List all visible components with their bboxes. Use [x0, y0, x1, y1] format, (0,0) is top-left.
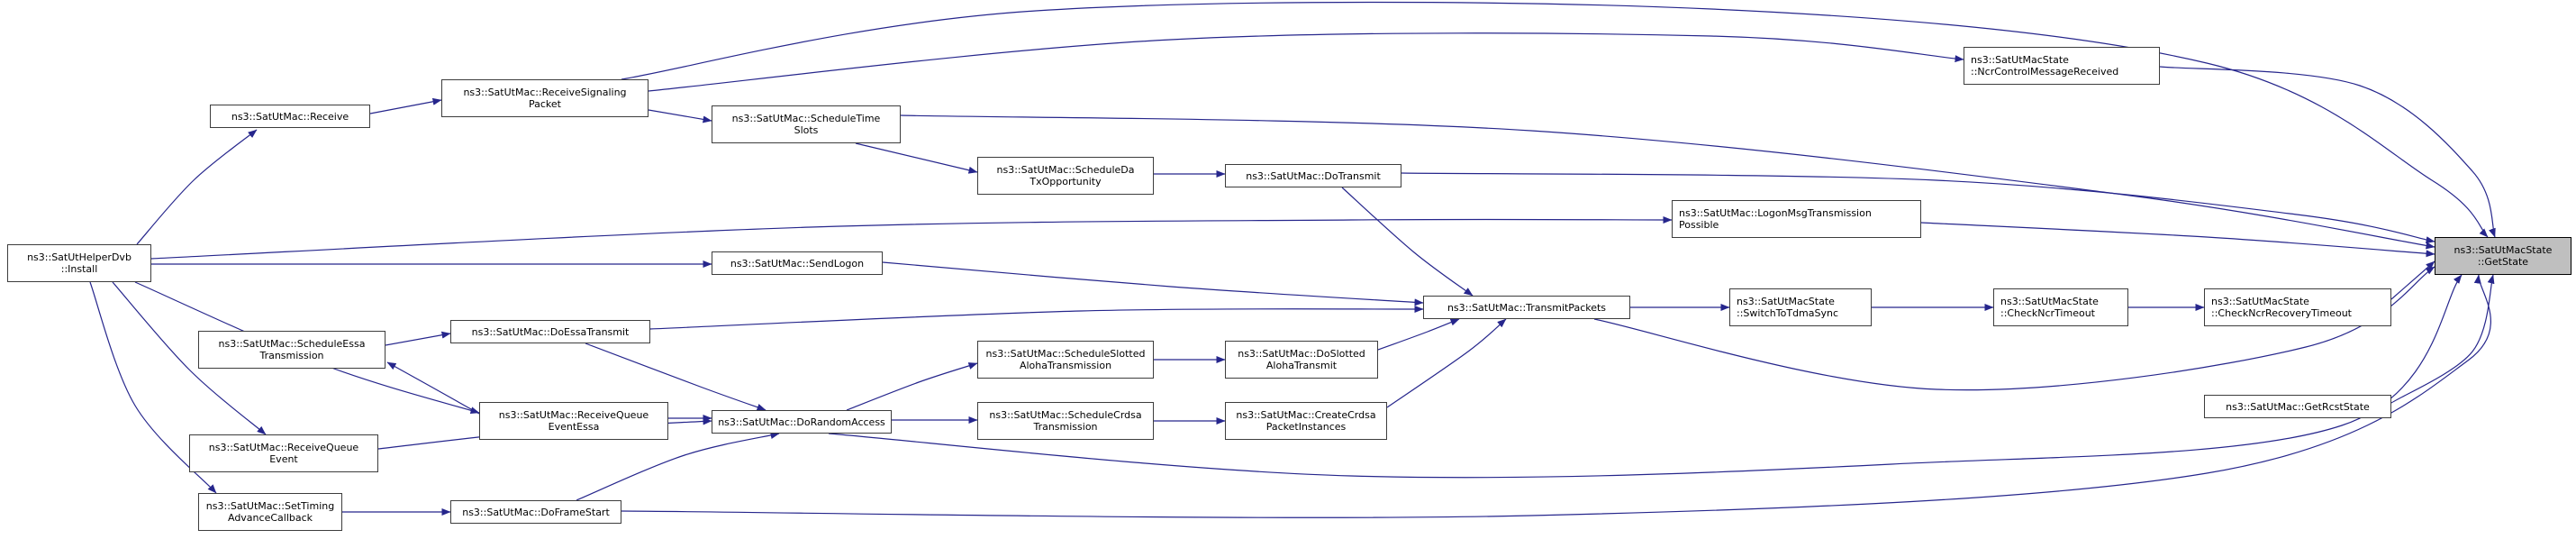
graph-node-label: PacketInstances [1265, 421, 1347, 433]
edge-scheduleTimeSlots-to-scheduleDaTx [855, 142, 978, 174]
graph-node-getRcstState[interactable]: ns3::SatUtMac::GetRcstState [2204, 395, 2391, 418]
graph-node-label: ns3::SatUtMac::LogonMsgTransmission [1679, 207, 1872, 219]
graph-node-label: Transmission [259, 350, 324, 361]
edge-doEssaTransmit-to-doRandomAccess [585, 343, 766, 411]
graph-node-label: ns3::SatUtMac::GetRcstState [2226, 400, 2370, 413]
graph-node-label: ns3::SatUtMacState [2000, 296, 2099, 307]
graph-node-label: ns3::SatUtMac::TransmitPackets [1447, 301, 1607, 314]
graph-node-label: Slots [794, 124, 819, 136]
graph-node-doRandomAccess[interactable]: ns3::SatUtMac::DoRandomAccess [712, 410, 892, 434]
graph-node-label: AlohaTransmit [1265, 360, 1338, 371]
graph-node-sendLogon[interactable]: ns3::SatUtMac::SendLogon [712, 251, 883, 275]
edge-logonMsg-to-getState [1920, 222, 2435, 258]
graph-node-switchToTdmaSync[interactable]: ns3::SatUtMacState::SwitchToTdmaSync [1729, 288, 1872, 326]
graph-node-receive[interactable]: ns3::SatUtMac::Receive [210, 105, 370, 128]
graph-node-label: ns3::SatUtMac::ScheduleCrdsa [989, 409, 1142, 421]
edge-ncrCtrl-to-getState [2159, 66, 2496, 238]
graph-node-label: Transmission [1033, 421, 1098, 433]
graph-node-label: ns3::SatUtMacState [1971, 54, 2069, 66]
graph-node-label: ns3::SatUtMac::Receive [231, 110, 349, 123]
graph-node-label: ns3::SatUtMac::ReceiveSignaling [463, 87, 627, 98]
edge-doRandomAccess-to-scheduleSlottedAloha [846, 362, 978, 411]
graph-node-label: ns3::SatUtMac::ScheduleEssa [218, 338, 366, 350]
graph-node-label: ns3::SatUtHelperDvb [27, 251, 132, 263]
edge-receiveSignaling-to-ncrCtrl [648, 32, 1964, 92]
edge-install-to-receiveQueueEvent [112, 281, 267, 435]
graph-node-label: ns3::SatUtMac::CreateCrdsa [1236, 409, 1376, 421]
graph-node-label: ns3::SatUtMac::DoRandomAccess [718, 416, 885, 428]
graph-node-label: Event [269, 453, 298, 465]
graph-node-label: ns3::SatUtMac::DoSlotted [1238, 348, 1365, 360]
graph-node-label: Possible [1679, 219, 1719, 231]
edge-receiveSignaling-to-getState [621, 1, 2489, 238]
graph-node-getState: ns3::SatUtMacState::GetState [2435, 237, 2571, 275]
graph-node-transmitPackets[interactable]: ns3::SatUtMac::TransmitPackets [1423, 296, 1630, 319]
graph-node-install[interactable]: ns3::SatUtHelperDvb::Install [7, 244, 151, 282]
graph-node-label: ns3::SatUtMac::ScheduleTime [731, 113, 881, 124]
edge-receiveQueueEventEssa-to-scheduleEssa [386, 361, 480, 415]
edge-createCrdsa-to-transmitPackets [1386, 318, 1507, 408]
graph-node-label: ns3::SatUtMacState [1737, 296, 1835, 307]
graph-node-label: Packet [529, 98, 561, 110]
graph-node-label: ::Install [60, 263, 98, 275]
graph-node-label: ns3::SatUtMac::DoTransmit [1246, 169, 1381, 182]
graph-node-doTransmit[interactable]: ns3::SatUtMac::DoTransmit [1225, 164, 1401, 187]
graph-node-checkNcrTimeout[interactable]: ns3::SatUtMacState::CheckNcrTimeout [1993, 288, 2128, 326]
edge-receive-to-receiveSignaling [369, 97, 442, 114]
graph-node-ncrCtrl[interactable]: ns3::SatUtMacState::NcrControlMessageRec… [1964, 47, 2160, 85]
graph-node-label: ns3::SatUtMacState [2454, 244, 2553, 256]
graph-node-label: ::NcrControlMessageReceived [1971, 66, 2119, 78]
graph-node-label: AdvanceCallback [227, 512, 313, 524]
graph-node-label: ns3::SatUtMac::ReceiveQueue [498, 409, 649, 421]
edge-doEssaTransmit-to-transmitPackets [649, 306, 1424, 330]
graph-node-checkNcrRecovery[interactable]: ns3::SatUtMacState::CheckNcrRecoveryTime… [2204, 288, 2391, 326]
edge-doRandomAccess-to-getState [828, 274, 2463, 479]
edge-scheduleEssa-to-doEssaTransmit [385, 331, 451, 346]
edge-install-to-receive [136, 129, 258, 245]
graph-node-doEssaTransmit[interactable]: ns3::SatUtMac::DoEssaTransmit [450, 320, 650, 343]
edge-scheduleTimeSlots-to-getState [900, 114, 2435, 250]
graph-node-label: ns3::SatUtMac::DoEssaTransmit [471, 325, 630, 338]
graph-node-label: ns3::SatUtMac::SetTiming [205, 500, 335, 512]
edge-doTransmit-to-transmitPackets [1341, 187, 1474, 297]
graph-node-label: ns3::SatUtMac::ScheduleDa [996, 164, 1135, 176]
graph-node-label: EventEssa [548, 421, 600, 433]
edge-transmitPackets-to-getState [1593, 266, 2435, 391]
graph-node-label: ns3::SatUtMac::ScheduleSlotted [985, 348, 1146, 360]
graph-node-label: ns3::SatUtMac::ReceiveQueue [208, 442, 359, 453]
graph-node-label: ::CheckNcrRecoveryTimeout [2211, 307, 2352, 319]
graph-node-label: ::CheckNcrTimeout [2000, 307, 2095, 319]
edge-getRcstState-to-getState [2390, 274, 2495, 404]
edge-doSlottedAloha-to-transmitPackets [1377, 318, 1460, 351]
graph-node-label: ns3::SatUtMac::SendLogon [730, 257, 865, 270]
edge-doTransmit-to-getState [1401, 172, 2435, 244]
graph-node-label: ns3::SatUtMac::DoFrameStart [462, 506, 610, 518]
edge-receiveSignaling-to-scheduleTimeSlots [648, 109, 712, 123]
edge-doFrameStart-to-getState [621, 274, 2491, 518]
edge-install-to-setTiming [89, 281, 217, 494]
graph-node-label: TxOpportunity [1029, 176, 1102, 187]
graph-node-label: ::SwitchToTdmaSync [1737, 307, 1839, 319]
edge-checkNcrRecovery-to-getState [2390, 260, 2435, 300]
graph-node-label: ::GetState [2477, 256, 2529, 268]
edge-doFrameStart-to-doRandomAccess [576, 432, 780, 501]
edge-install-to-logonMsg [150, 215, 1673, 260]
graph-node-doFrameStart[interactable]: ns3::SatUtMac::DoFrameStart [450, 500, 621, 524]
graph-node-label: ns3::SatUtMacState [2211, 296, 2309, 307]
edge-sendLogon-to-transmitPackets [882, 261, 1424, 306]
graph-node-label: AlohaTransmission [1019, 360, 1112, 371]
